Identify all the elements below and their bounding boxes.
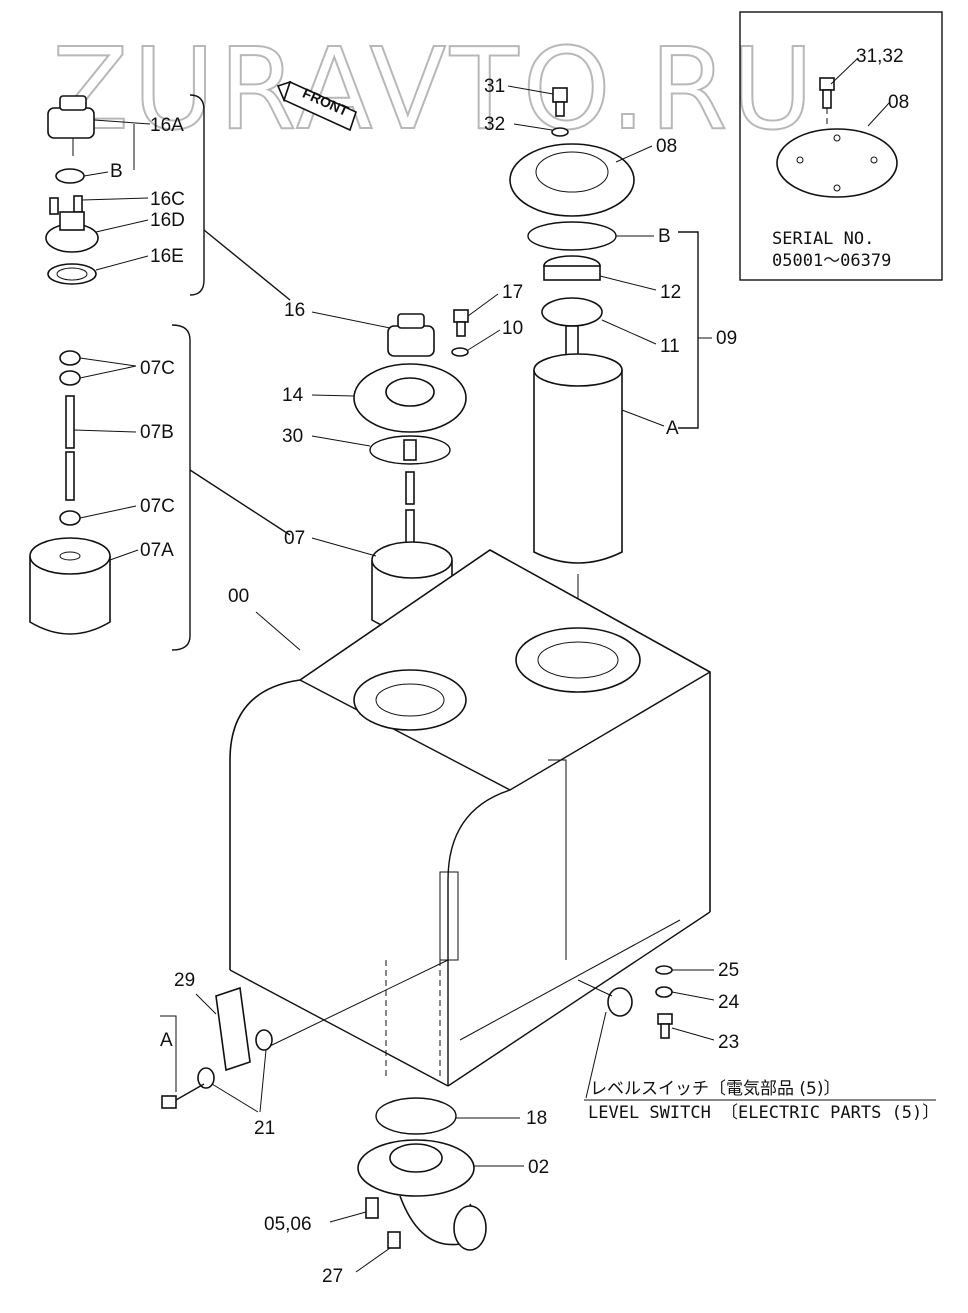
part-a-bolt — [160, 1015, 205, 1109]
part-27-plug — [355, 1231, 401, 1273]
label-11: 11 — [660, 336, 680, 357]
label-17: 17 — [502, 282, 523, 303]
label-25: 25 — [718, 960, 739, 981]
part-07c-nut-bottom — [59, 505, 137, 526]
label-16c: 16C — [150, 189, 185, 210]
part-14-cover-plate — [311, 363, 467, 433]
label-16e: 16E — [150, 246, 184, 267]
part-31-bolt — [507, 85, 568, 117]
label-07b: 07B — [140, 422, 174, 443]
label-23: 23 — [718, 1032, 739, 1053]
label-a-filter: A — [666, 418, 679, 439]
part-11-valve — [541, 297, 657, 363]
part-08-cover — [509, 143, 653, 217]
label-02: 02 — [528, 1157, 549, 1178]
part-07c-nuts-top — [59, 350, 137, 386]
level-switch-en: LEVEL SWITCH 〔ELECTRIC PARTS (5)〕 — [588, 1103, 939, 1123]
part-29-bracket — [195, 986, 251, 1072]
part-23-bolt — [657, 1013, 715, 1041]
part-b-oring-small — [55, 168, 85, 184]
part-a-return-filter-element — [533, 353, 665, 564]
part-07a-filter-element — [29, 537, 139, 635]
label-27: 27 — [322, 1266, 343, 1287]
level-switch-jp: レベルスイッチ〔電気部品 (5)〕 — [590, 1079, 840, 1099]
label-31: 31 — [484, 76, 505, 97]
part-07b-rod — [65, 395, 137, 501]
part-16a-breather — [47, 95, 151, 156]
label-07a: 07A — [140, 540, 174, 561]
label-b-right: B — [658, 226, 671, 247]
label-b-upper: B — [110, 161, 123, 182]
serial-title: SERIAL NO. — [772, 229, 874, 249]
watermark-text: ZURAVTO.RU — [52, 25, 817, 155]
label-00: 00 — [228, 586, 249, 607]
part-05-06-bolt — [329, 1197, 379, 1223]
level-switch-caption: レベルスイッチ〔電気部品 (5)〕 LEVEL SWITCH 〔ELECTRIC… — [584, 1079, 939, 1123]
group-07-bracket — [171, 324, 291, 651]
part-10-washer — [451, 329, 501, 357]
front-tag: FRONT — [276, 80, 357, 132]
part-16d-adapter — [45, 211, 149, 253]
serial-inset-box: 31,32 08 SERIAL NO. 05001～06379 — [739, 11, 943, 281]
label-07c-bottom: 07C — [140, 496, 175, 517]
part-02-elbow-flange — [357, 1139, 524, 1251]
label-24: 24 — [718, 992, 740, 1013]
serial-range: 05001～06379 — [772, 251, 891, 271]
label-16: 16 — [284, 300, 305, 321]
label-18: 18 — [526, 1108, 547, 1129]
label-21: 21 — [254, 1118, 275, 1139]
inset-label-08: 08 — [888, 92, 909, 113]
part-16e-gasket — [47, 255, 149, 285]
label-14: 14 — [282, 385, 304, 406]
label-07c-top: 07C — [140, 358, 175, 379]
inset-label-31-32: 31,32 — [856, 46, 904, 67]
label-10: 10 — [502, 318, 523, 339]
label-16d: 16D — [150, 210, 185, 231]
part-30-oring — [311, 435, 451, 465]
level-switch-part — [577, 979, 633, 1099]
label-16a: 16A — [150, 115, 184, 136]
group-16-bracket — [189, 94, 291, 301]
part-b-oring — [527, 221, 654, 251]
label-09: 09 — [716, 328, 737, 349]
part-12-spring — [543, 255, 657, 291]
label-30: 30 — [282, 426, 303, 447]
label-32: 32 — [484, 114, 505, 135]
part-16c-screws — [49, 195, 149, 215]
label-29: 29 — [174, 970, 195, 991]
part-21-spacers — [197, 1029, 273, 1113]
label-05-06: 05,06 — [264, 1214, 312, 1235]
label-08: 08 — [656, 136, 677, 157]
part-24-washer — [655, 986, 715, 1001]
label-a-bolt: A — [160, 1030, 173, 1051]
group-09-bracket — [678, 231, 699, 429]
part-18-oring — [375, 1097, 520, 1135]
label-07: 07 — [284, 528, 305, 549]
part-25-washer — [655, 965, 714, 975]
label-12: 12 — [660, 282, 681, 303]
part-00-tank-body — [229, 549, 711, 1087]
part-16-breather-assembly — [311, 311, 435, 357]
part-17-bolt — [453, 293, 499, 337]
part-32-washer — [513, 123, 569, 137]
